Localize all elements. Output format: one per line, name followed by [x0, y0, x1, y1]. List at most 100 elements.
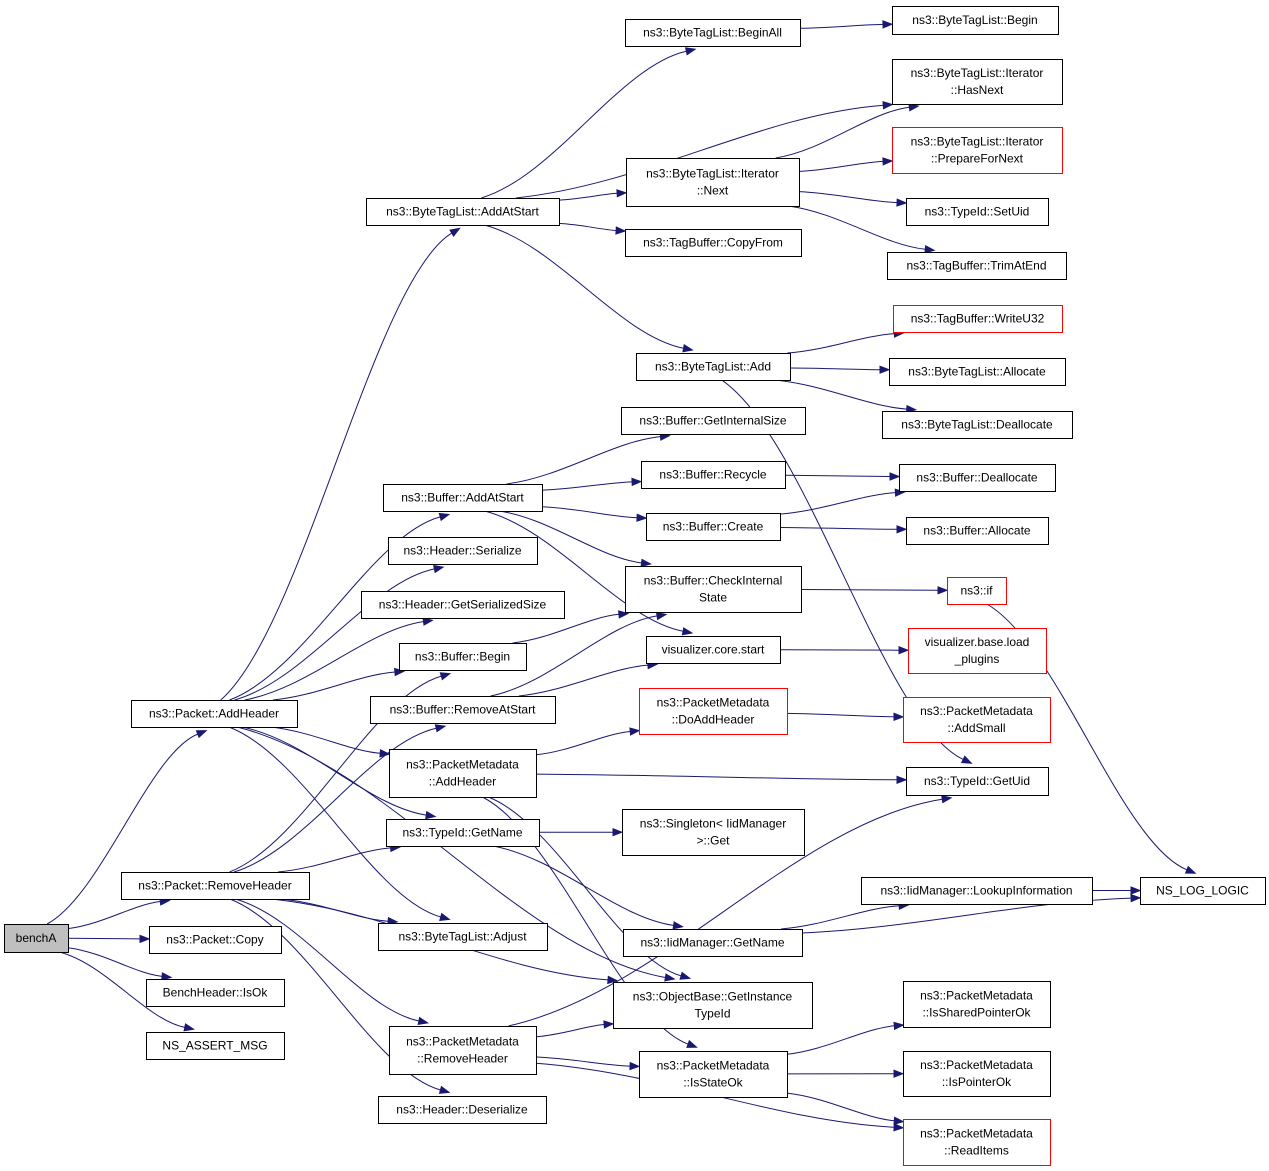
node-iidmanager-getname[interactable]: ns3::IidManager::GetName: [623, 929, 803, 957]
node-pm-removeheader[interactable]: ns3::PacketMetadata::RemoveHeader: [389, 1026, 537, 1075]
node-tagbuffer-trimatend[interactable]: ns3::TagBuffer::TrimAtEnd: [887, 252, 1067, 280]
node-header-serialize[interactable]: ns3::Header::Serialize: [388, 537, 538, 565]
node-buffer-getinternalsize[interactable]: ns3::Buffer::GetInternalSize: [621, 407, 806, 435]
node-box: [903, 1119, 1051, 1166]
node-buffer-allocate[interactable]: ns3::Buffer::Allocate: [906, 517, 1049, 545]
edge-pm-removeheader-to-pm-isstateok: [535, 1056, 631, 1067]
edge-arrowhead: [438, 512, 451, 522]
edge-arrowhead: [139, 934, 151, 944]
node-label-line: ns3::PacketMetadata: [920, 1058, 1033, 1072]
node-pm-addheader[interactable]: ns3::PacketMetadata::AddHeader: [389, 749, 537, 798]
edge-packet-removeheader-to-typeid-getname: [277, 847, 391, 873]
edge-arrowhead: [924, 245, 936, 254]
edge-packet-removeheader-to-buffer-removeatstart: [233, 727, 437, 873]
node-btl-deallocate[interactable]: ns3::ByteTagList::Deallocate: [882, 411, 1073, 439]
node-btl-iter-preparefornext[interactable]: ns3::ByteTagList::Iterator::PrepareForNe…: [892, 127, 1063, 174]
edge-arrowhead: [686, 1039, 698, 1048]
node-box: [906, 767, 1049, 796]
node-label-line: ns3::Header::Serialize: [403, 544, 521, 558]
node-buffer-recycle[interactable]: ns3::Buffer::Recycle: [641, 461, 786, 489]
edge-arrowhead: [603, 1020, 615, 1029]
edge-pm-isstateok-to-pm-readitems: [786, 1092, 895, 1122]
node-btl-allocate[interactable]: ns3::ByteTagList::Allocate: [889, 358, 1066, 386]
edge-packet-addheader-to-btl-adjust: [228, 726, 441, 918]
node-box: [887, 252, 1067, 280]
node-pm-ispointerok[interactable]: ns3::PacketMetadata::IsPointerOk: [903, 1051, 1051, 1097]
node-buffer-deallocate[interactable]: ns3::Buffer::Deallocate: [899, 464, 1056, 492]
node-box: [626, 158, 800, 207]
node-pm-issharedpointerok[interactable]: ns3::PacketMetadata::IsSharedPointerOk: [903, 981, 1051, 1028]
edge-arrowhead: [664, 973, 676, 982]
node-iidmanager-lookupinformation[interactable]: ns3::IidManager::LookupInformation: [861, 877, 1093, 905]
node-pm-doaddheader[interactable]: ns3::PacketMetadata::DoAddHeader: [639, 688, 788, 735]
node-tagbuffer-writeu32[interactable]: ns3::TagBuffer::WriteU32: [893, 305, 1063, 333]
node-label-line: State: [699, 591, 727, 605]
node-box: [4, 924, 69, 953]
node-label-line: ns3::Buffer::Allocate: [923, 524, 1031, 538]
edge-arrowhead: [898, 645, 910, 655]
edge-packet-addheader-to-header-getserializedsize: [244, 621, 424, 701]
edge-btl-add-to-tagbuffer-writeu32: [787, 333, 895, 354]
node-label-line: TypeId: [694, 1007, 730, 1021]
edge-arrowhead: [1184, 865, 1197, 874]
node-visualizer-core-start[interactable]: visualizer.core.start: [646, 636, 781, 664]
node-packet-removeheader[interactable]: ns3::Packet::RemoveHeader: [121, 872, 310, 900]
node-label-line: ::RemoveHeader: [417, 1052, 508, 1066]
node-packet-copy[interactable]: ns3::Packet::Copy: [149, 926, 282, 954]
edge-buffer-create-to-buffer-deallocate: [779, 492, 896, 515]
node-btl-beginall[interactable]: ns3::ByteTagList::BeginAll: [625, 19, 801, 47]
node-benchA[interactable]: benchA: [4, 924, 69, 953]
node-typeid-getuid[interactable]: ns3::TypeId::GetUid: [906, 767, 1049, 796]
node-packet-addheader[interactable]: ns3::Packet::AddHeader: [131, 700, 298, 728]
node-visualizer-base-loadplugins[interactable]: visualizer.base.load_plugins: [908, 628, 1047, 674]
node-box: [386, 819, 540, 847]
node-ns3-if[interactable]: ns3::if: [947, 577, 1007, 605]
node-pm-isstateok[interactable]: ns3::PacketMetadata::IsStateOk: [639, 1051, 788, 1098]
node-ns-log-logic[interactable]: NS_LOG_LOGIC: [1140, 877, 1266, 905]
node-typeid-getname[interactable]: ns3::TypeId::GetName: [386, 819, 540, 847]
node-btl-iter-hasnext[interactable]: ns3::ByteTagList::Iterator::HasNext: [892, 59, 1063, 105]
node-buffer-begin[interactable]: ns3::Buffer::Begin: [399, 643, 527, 671]
node-buffer-removeatstart[interactable]: ns3::Buffer::RemoveAtStart: [370, 696, 556, 724]
edge-buffer-addatstart-to-buffer-create: [541, 506, 638, 519]
node-label-line: ns3::Packet::RemoveHeader: [138, 879, 291, 893]
node-btl-add[interactable]: ns3::ByteTagList::Add: [636, 353, 791, 381]
node-label-line: ::PrepareForNext: [931, 152, 1024, 166]
node-btl-iter-next[interactable]: ns3::ByteTagList::Iterator::Next: [626, 158, 800, 207]
node-singleton-get[interactable]: ns3::Singleton< IidManager>::Get: [622, 809, 805, 856]
node-box: [625, 566, 802, 613]
node-ns-assert-msg[interactable]: NS_ASSERT_MSG: [146, 1032, 285, 1060]
node-label-line: benchA: [16, 931, 57, 945]
node-buffer-create[interactable]: ns3::Buffer::Create: [646, 513, 781, 541]
edge-arrowhead: [882, 20, 894, 29]
node-label-line: ns3::Buffer::GetInternalSize: [639, 414, 787, 428]
node-benchheader-isok[interactable]: BenchHeader::IsOk: [146, 979, 285, 1007]
node-header-getserializedsize[interactable]: ns3::Header::GetSerializedSize: [361, 591, 565, 619]
node-label-line: ::IsPointerOk: [942, 1075, 1012, 1089]
node-box: [621, 407, 806, 435]
edge-arrowhead: [434, 724, 447, 733]
node-btl-begin[interactable]: ns3::ByteTagList::Begin: [892, 6, 1059, 35]
node-btl-addatstart[interactable]: ns3::ByteTagList::AddAtStart: [366, 198, 560, 226]
node-buffer-addatstart[interactable]: ns3::Buffer::AddAtStart: [383, 484, 543, 512]
node-header-deserialize[interactable]: ns3::Header::Deserialize: [378, 1096, 547, 1124]
edge-benchA-to-ns-assert-msg: [59, 951, 185, 1028]
node-tagbuffer-copyfrom[interactable]: ns3::TagBuffer::CopyFrom: [625, 229, 802, 257]
nodes-layer: benchA ns3::Packet::AddHeaderns3::Packet:…: [4, 6, 1266, 1166]
edge-arrowhead: [1130, 886, 1142, 895]
edge-packet-addheader-to-buffer-addatstart: [229, 516, 441, 701]
edge-arrowhead: [629, 1061, 641, 1071]
edge-buffer-addatstart-to-visualizer-core-start: [484, 510, 684, 632]
node-box: [378, 1096, 547, 1124]
node-pm-readitems[interactable]: ns3::PacketMetadata::ReadItems: [903, 1119, 1051, 1166]
edge-arrowhead: [629, 727, 641, 736]
node-pm-addsmall[interactable]: ns3::PacketMetadata::AddSmall: [903, 697, 1051, 743]
node-btl-adjust[interactable]: ns3::ByteTagList::Adjust: [378, 923, 548, 951]
node-box: [388, 537, 538, 565]
node-typeid-setuid[interactable]: ns3::TypeId::SetUid: [906, 198, 1049, 226]
node-label-line: ns3::ByteTagList::Allocate: [908, 365, 1046, 379]
edge-btl-iter-next-to-btl-iter-hasnext: [775, 106, 910, 159]
edge-buffer-begin-to-buffer-checkinternalstate: [512, 613, 620, 644]
